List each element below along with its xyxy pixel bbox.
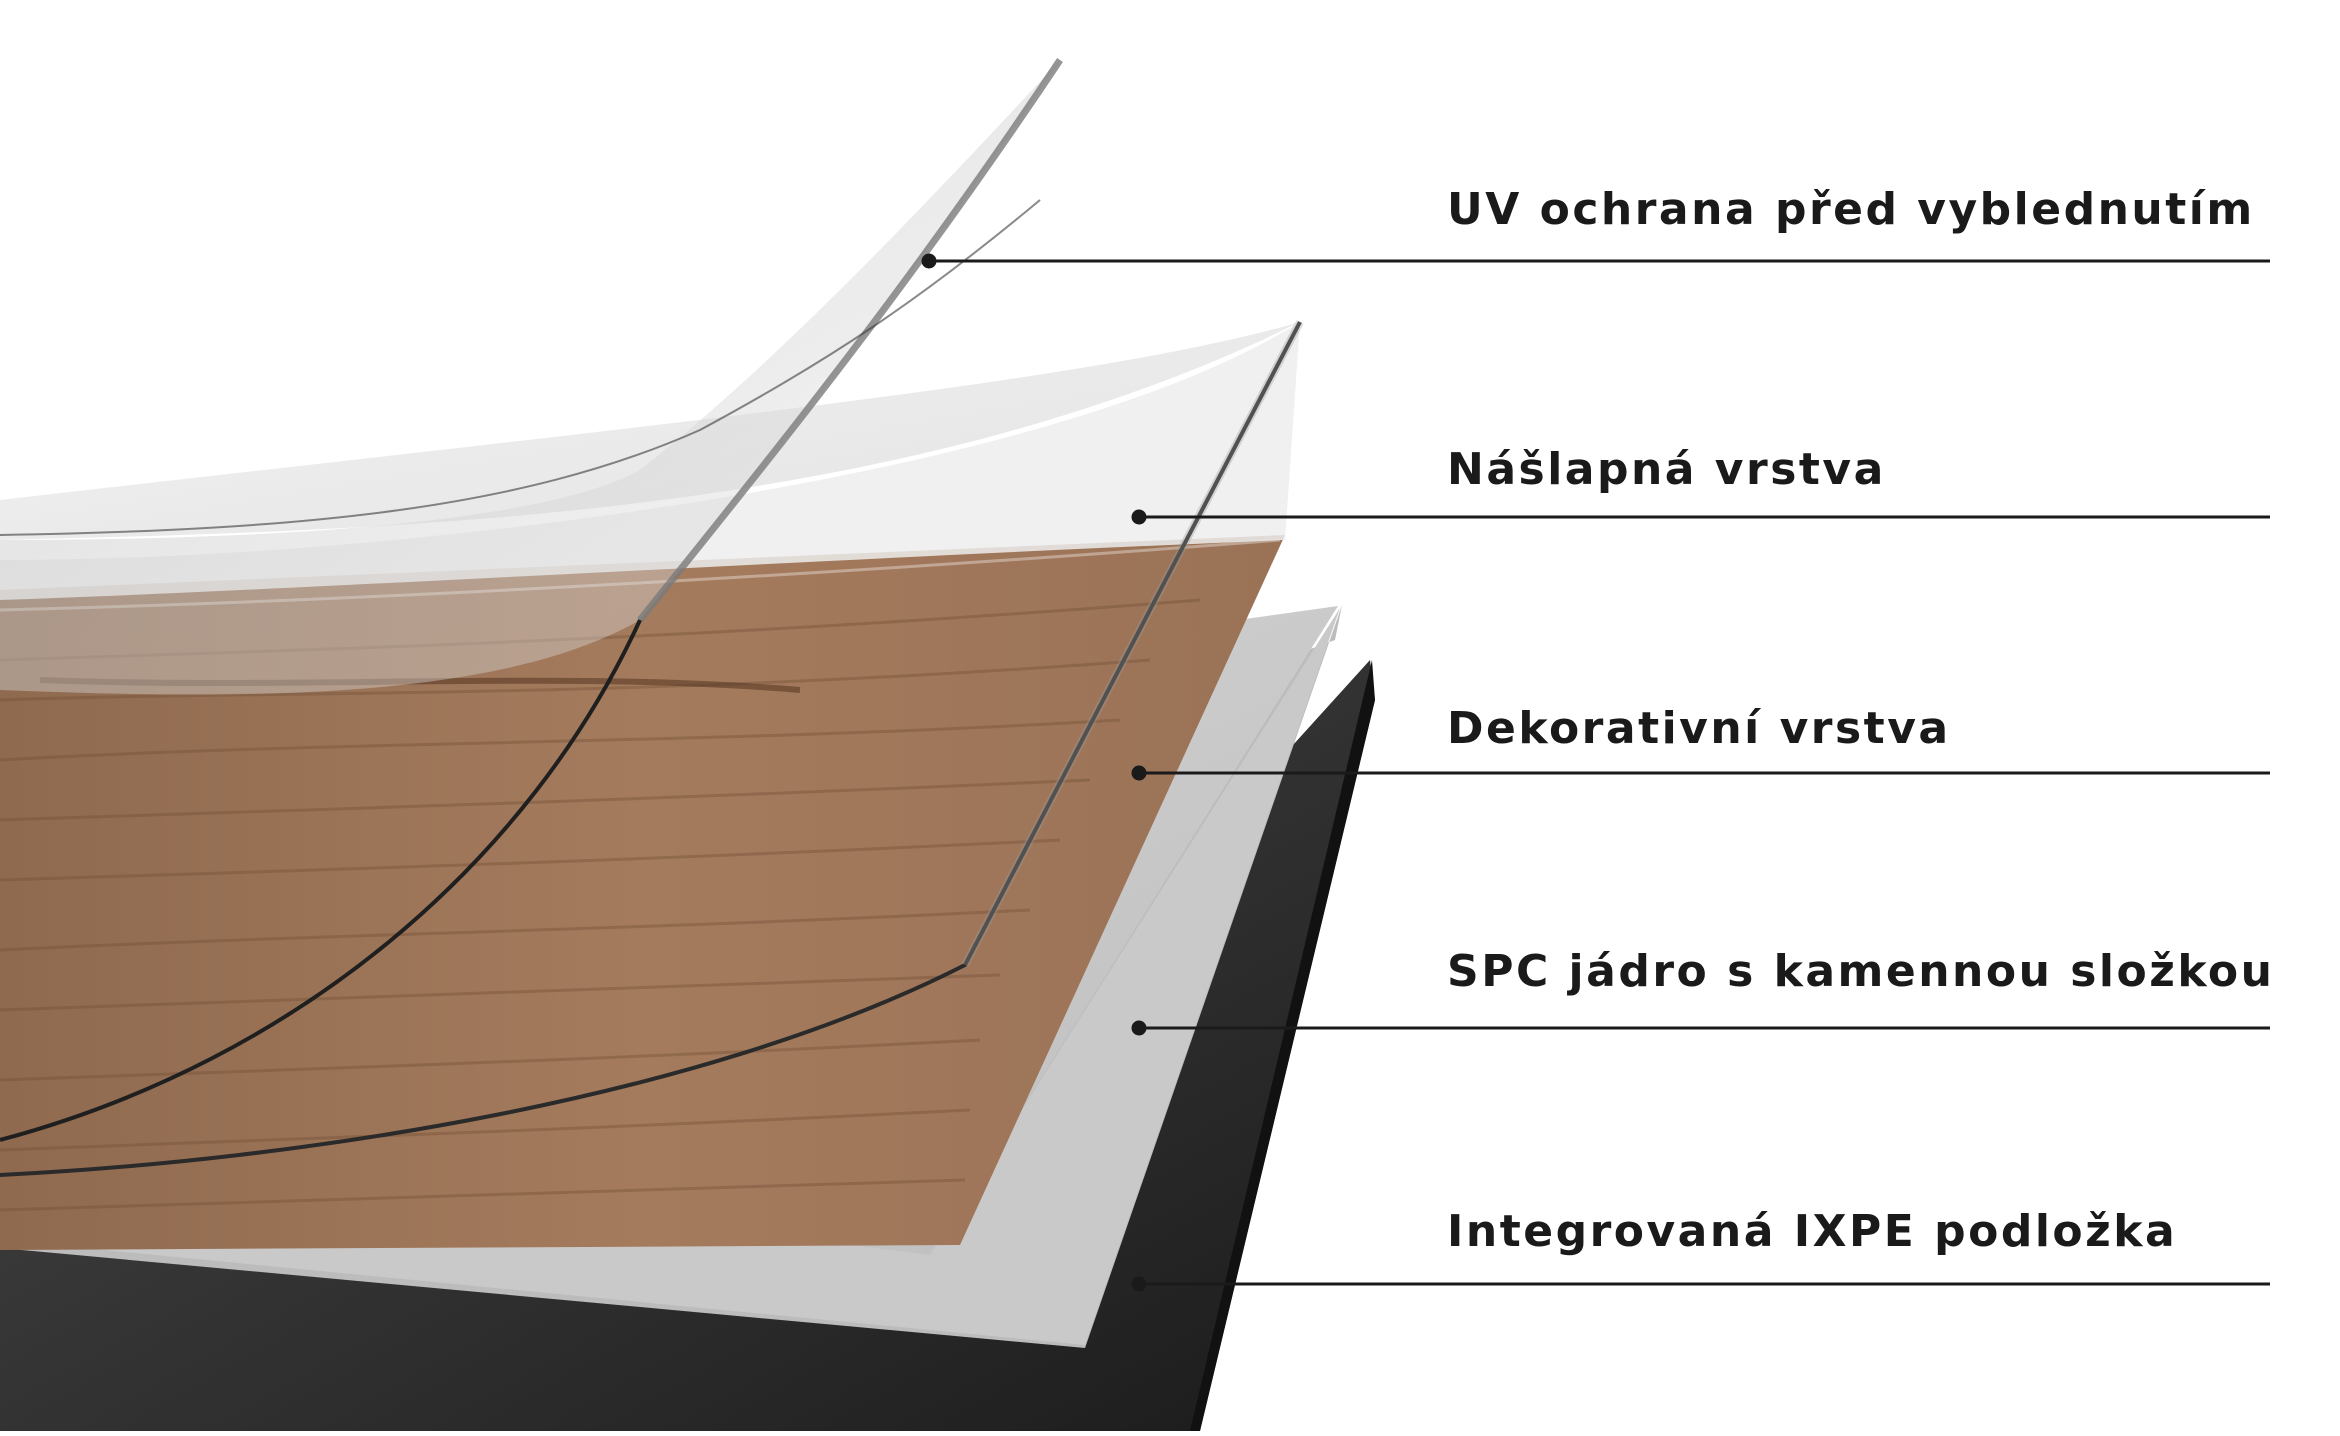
leader-dot-wear [1131, 509, 1147, 525]
leader-dot-spc [1131, 1020, 1147, 1036]
wear-layer [0, 320, 1304, 1177]
label-decorative-layer: Dekorativní vrstva [1447, 703, 1951, 754]
leader-dot-uv [921, 253, 937, 269]
label-wear-layer: Nášlapná vrstva [1447, 444, 1886, 495]
label-ixpe-underlay: Integrovaná IXPE podložka [1447, 1206, 2178, 1257]
leader-lines [921, 253, 2270, 1292]
leader-dot-decor [1131, 765, 1147, 781]
label-spc-core: SPC jádro s kamennou složkou [1447, 946, 2275, 997]
label-uv-protection: UV ochrana před vyblednutím [1447, 184, 2255, 235]
uv-protection-layer [0, 58, 1063, 1142]
leader-dot-ixpe [1131, 1276, 1147, 1292]
